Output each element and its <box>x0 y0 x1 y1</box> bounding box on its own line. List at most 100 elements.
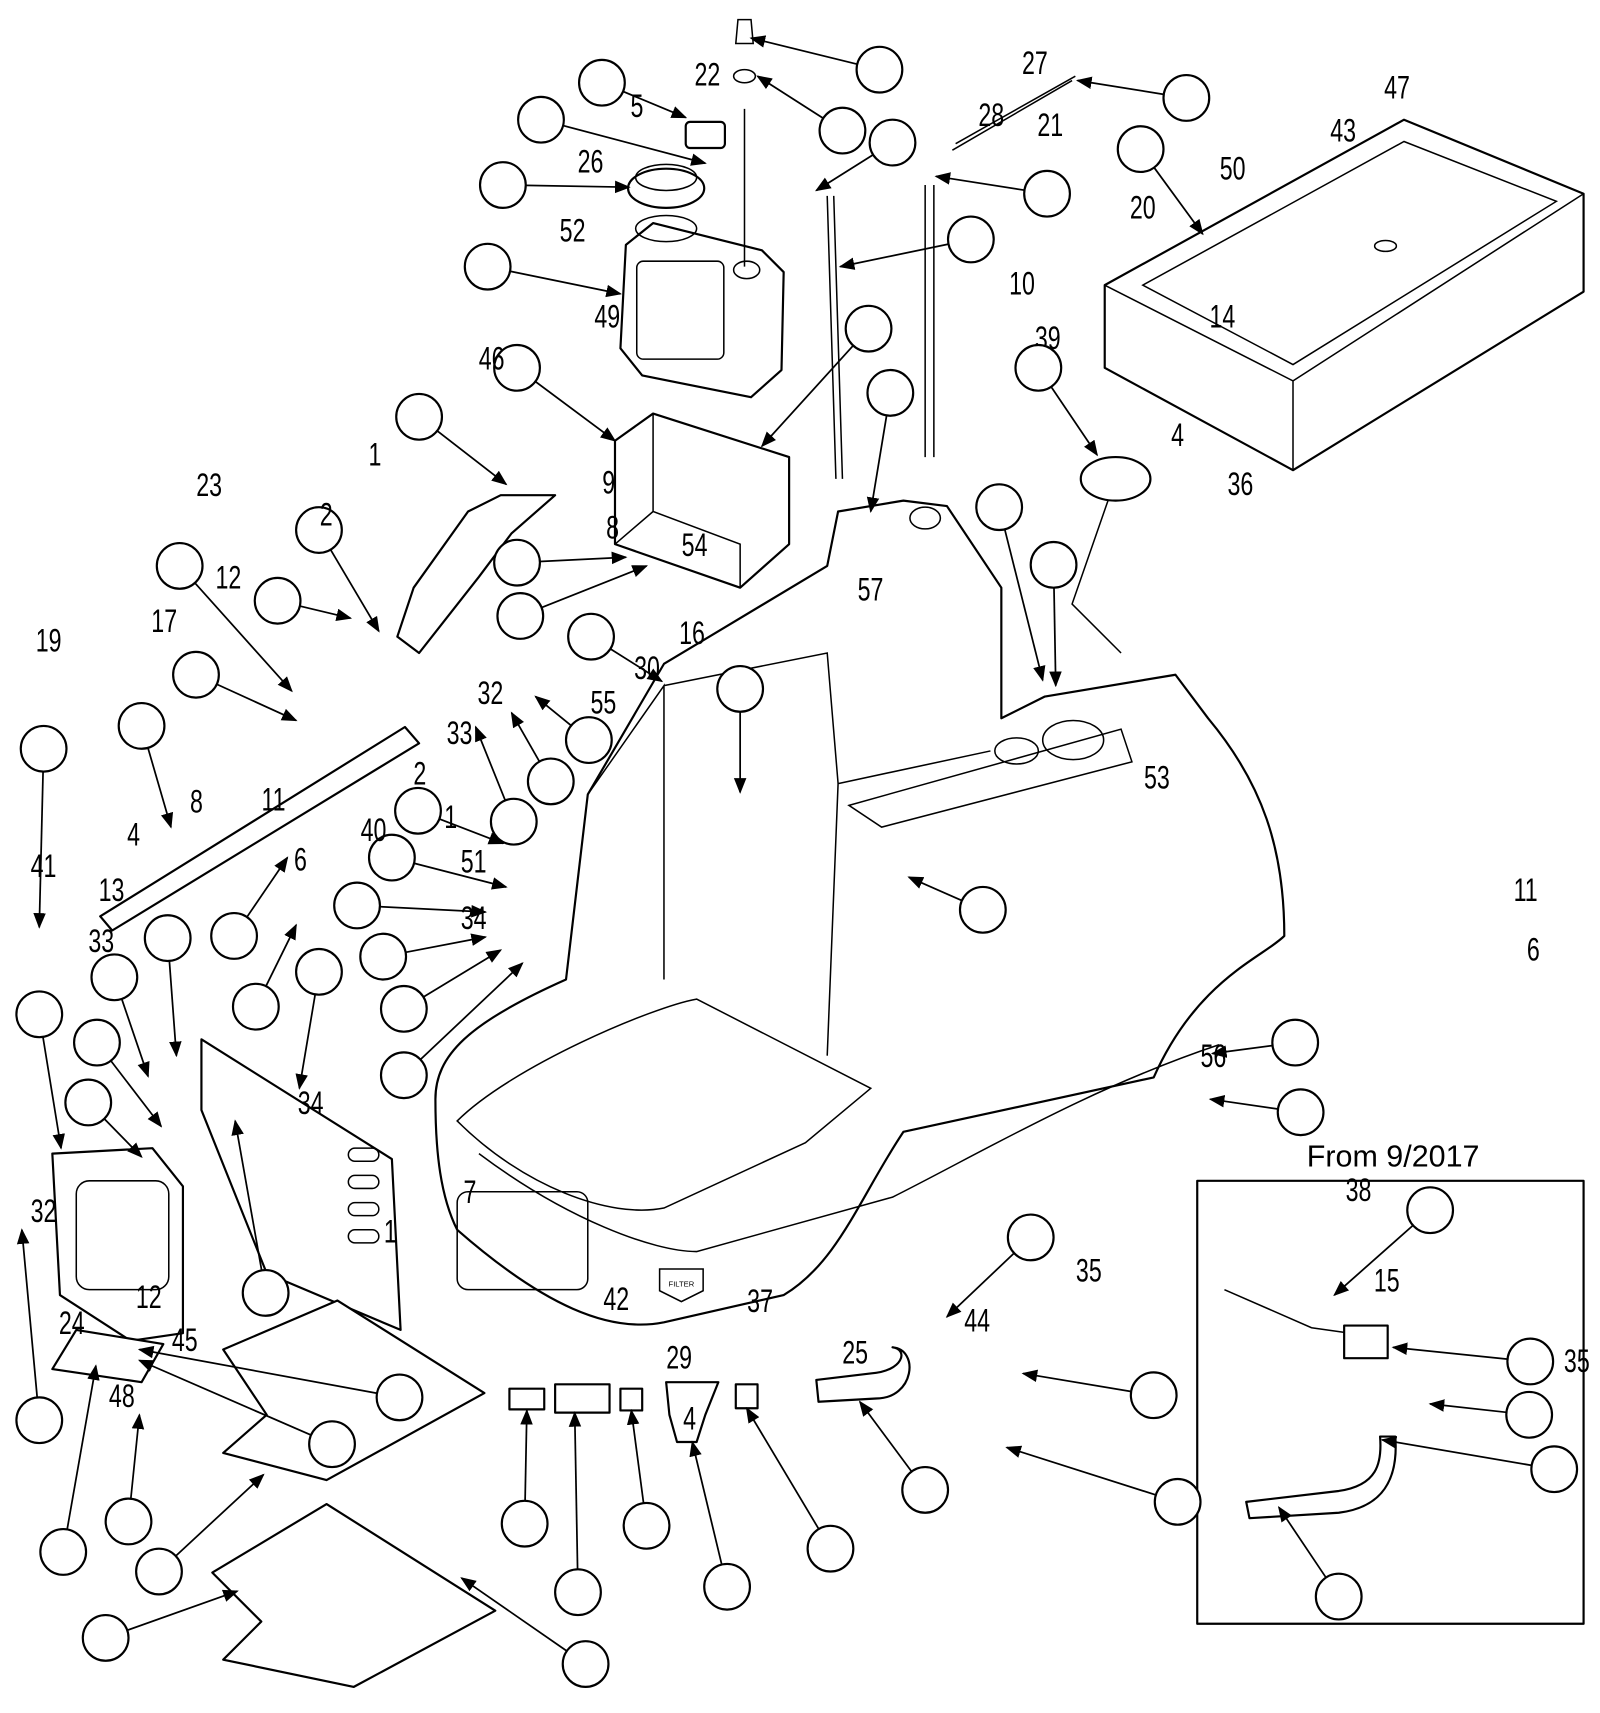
callout-circle <box>901 1465 950 1514</box>
callout-circle <box>39 1527 88 1576</box>
callout-number: 25 <box>842 1334 868 1371</box>
callout-circle <box>1271 1018 1320 1067</box>
leader-line <box>413 862 508 890</box>
callout-circle <box>806 1524 855 1573</box>
leader-line <box>42 1036 65 1150</box>
callout-number: 17 <box>151 602 177 639</box>
callout-number: 2 <box>320 496 333 533</box>
callout-circle <box>478 161 527 209</box>
callout-part-33: 33 <box>367 714 508 890</box>
bracket-box-49 <box>613 412 791 589</box>
callout-circle <box>1506 1337 1555 1386</box>
callout-part-28: 28 <box>756 75 1004 155</box>
callout-number: 23 <box>196 466 222 503</box>
leader-line <box>1333 1224 1414 1297</box>
leader-line <box>379 905 488 918</box>
leader-line <box>110 1060 163 1128</box>
callout-number: 24 <box>59 1304 85 1341</box>
callout-circle <box>379 1051 428 1100</box>
callout-circle <box>64 1078 113 1127</box>
callout-part-51: 51 <box>379 843 503 1033</box>
callout-circle <box>622 1501 671 1550</box>
callout-circle <box>946 215 995 264</box>
leader-line <box>66 1364 100 1530</box>
callout-part-52: 52 <box>463 212 622 298</box>
callout-circle <box>104 1497 153 1546</box>
callout-circle <box>1153 1477 1202 1526</box>
callout-part-35: 35 <box>858 1251 1102 1514</box>
leader-line <box>626 1408 645 1504</box>
callout-circle <box>375 1373 424 1422</box>
callout-circle <box>359 932 408 981</box>
callout-number: 26 <box>578 142 604 179</box>
callout-circle <box>818 106 867 155</box>
leader-line <box>510 711 541 762</box>
callout-part-34: 34 <box>231 1084 324 1317</box>
callout-number: 54 <box>682 526 708 563</box>
leader-line <box>1428 1399 1507 1414</box>
leader-line <box>246 856 289 918</box>
callout-part-11: 11 <box>1210 871 1538 1067</box>
callout-circle <box>716 664 765 713</box>
callout-circle <box>15 990 64 1039</box>
callout-part-1: 1 <box>295 436 381 633</box>
callout-part-10: 10 <box>760 264 1035 448</box>
leader-line <box>541 565 649 609</box>
leader-line <box>137 1345 378 1395</box>
callout-part-26: 26 <box>478 142 631 209</box>
callout-circle <box>975 483 1024 532</box>
leader-line <box>534 380 617 442</box>
callout-number: 11 <box>262 781 286 818</box>
leader-line <box>1208 1095 1279 1110</box>
callout-part-5: 5 <box>517 87 707 166</box>
callout-part-2: 2 <box>333 755 488 930</box>
callout-circle <box>210 912 259 960</box>
callout-number: 1 <box>384 1213 397 1250</box>
leader-line <box>509 270 622 298</box>
callout-number: 42 <box>603 1280 629 1317</box>
callout-part-29: 29 <box>554 1338 692 1617</box>
callout-number: 15 <box>1374 1262 1400 1299</box>
leader-line <box>1380 1436 1532 1467</box>
panels <box>51 1038 1585 1688</box>
callout-part-37: 37 <box>622 1282 773 1550</box>
callout-number: 19 <box>36 622 62 659</box>
leader-line <box>1003 529 1046 682</box>
callout-circle <box>496 592 545 640</box>
callout-number: 4 <box>683 1399 696 1436</box>
callout-number: 21 <box>1037 106 1063 143</box>
callout-circle <box>561 1640 610 1688</box>
callout-part-54: 54 <box>567 526 708 683</box>
callout-part-33: 33 <box>64 922 143 1158</box>
callout-number: 29 <box>666 1338 692 1375</box>
callout-part-8: 8 <box>496 509 649 640</box>
callout-circle <box>231 982 280 1031</box>
callout-circle <box>19 724 68 773</box>
callout-part-11: 11 <box>210 781 289 960</box>
leader-line <box>137 1359 312 1436</box>
callout-part-34: 34 <box>379 899 524 1100</box>
callout-number: 1 <box>444 798 457 835</box>
leader-line <box>934 172 1025 192</box>
callout-number: 6 <box>1527 930 1540 967</box>
callout-number: 4 <box>127 816 140 853</box>
callout-part-6: 6 <box>1208 930 1540 1137</box>
leader-line <box>103 1118 143 1158</box>
leader-line <box>439 818 505 845</box>
callout-part-1: 1 <box>359 798 488 981</box>
leader-line <box>866 415 888 514</box>
callout-part-41: 41 <box>15 847 65 1150</box>
leader-line <box>129 1413 145 1499</box>
callout-part-48: 48 <box>81 1377 239 1662</box>
bracket-46 <box>396 494 557 655</box>
callout-part-8: 8 <box>143 782 203 1058</box>
callout-number: 50 <box>1220 150 1246 187</box>
callout-circle <box>117 701 166 750</box>
callout-number: 48 <box>109 1377 135 1414</box>
callout-circle <box>135 1547 183 1596</box>
callout-part-17: 17 <box>117 602 177 829</box>
callout-circle <box>90 953 139 1002</box>
callout-circle <box>295 947 343 996</box>
callout-circle <box>253 576 302 625</box>
callout-number: 46 <box>479 339 505 376</box>
